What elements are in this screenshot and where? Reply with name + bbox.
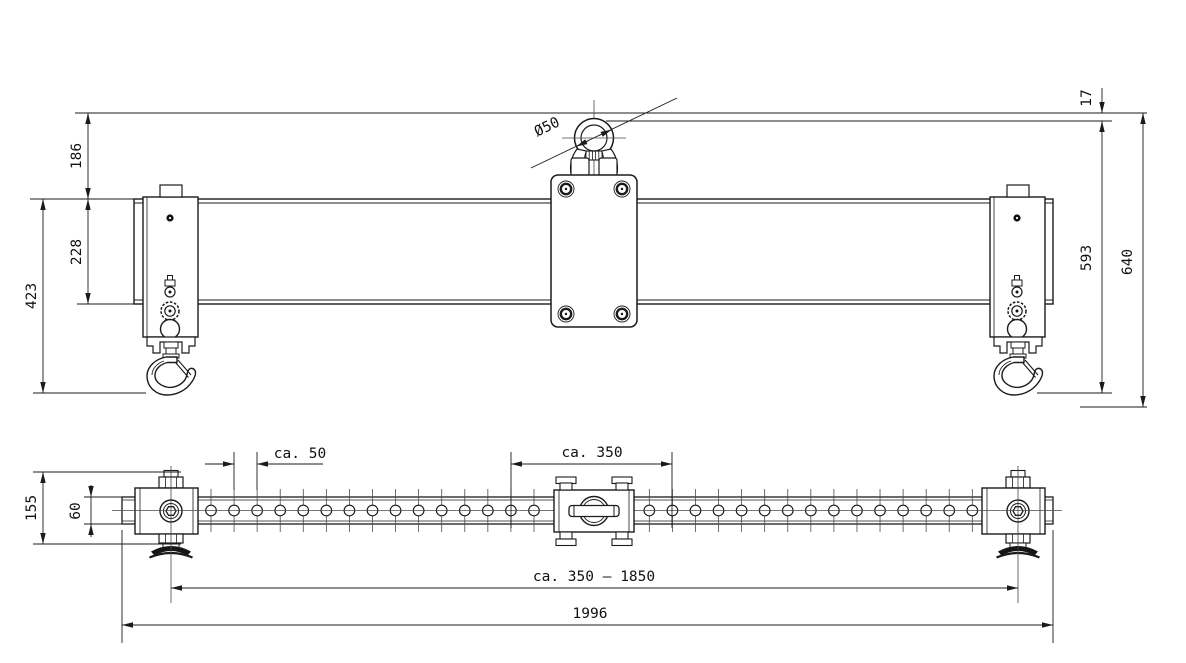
- dim-center-zone-label: ca. 350: [561, 445, 622, 461]
- dim-640-label: 640: [1120, 249, 1136, 275]
- dim-423-label: 423: [24, 283, 40, 309]
- dim-593-label: 593: [1079, 245, 1095, 271]
- overall-length-dimension: 1996: [121, 530, 1054, 643]
- center-suspension-plate: [550, 174, 638, 328]
- plan-view: 155 60 ca. 50 ca. 350 ca. 350 – 1850: [24, 445, 1062, 643]
- dim-17-label: 17: [1079, 89, 1095, 106]
- dim-hook-spacing-label: ca. 350 – 1850: [533, 569, 655, 585]
- dim-228-label: 228: [69, 239, 85, 265]
- dim-hole-pitch-label: ca. 50: [274, 446, 326, 462]
- center-block-plan: [553, 476, 635, 547]
- plan-left-dimensions: 155 60: [24, 471, 181, 545]
- plate-bolt: [557, 180, 575, 198]
- plate-bolt: [613, 305, 631, 323]
- front-right-dimensions: 17 593 640: [1037, 88, 1147, 408]
- shackle-pin-plan: [568, 504, 620, 518]
- center-zone-dimension: ca. 350: [510, 445, 673, 528]
- plate-bolt: [557, 305, 575, 323]
- front-view: Ø50 186 228 423 17 593 640: [24, 88, 1147, 408]
- dim-overall-length-label: 1996: [573, 606, 608, 622]
- dim-186-label: 186: [69, 143, 85, 169]
- dim-60-label: 60: [68, 502, 84, 519]
- dim-155-label: 155: [24, 495, 40, 521]
- hook-spacing-dimension: ca. 350 – 1850: [171, 569, 1018, 591]
- hole-pitch-dimension: ca. 50: [205, 446, 326, 490]
- front-left-dimensions: 186 228 423: [24, 113, 146, 394]
- plate-bolt: [613, 180, 631, 198]
